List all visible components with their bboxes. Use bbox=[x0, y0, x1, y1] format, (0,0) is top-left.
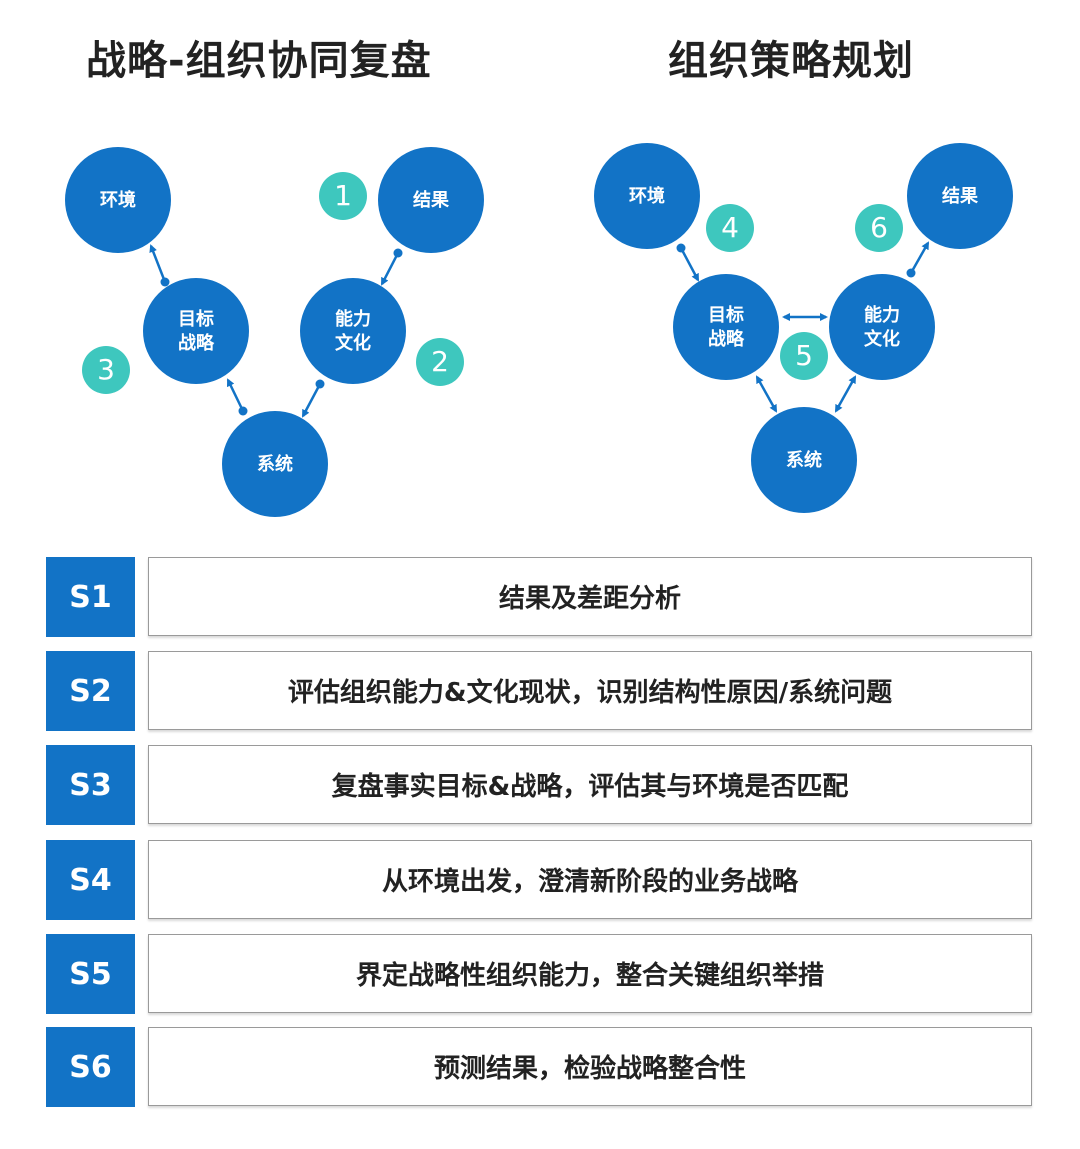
node-label: 结果 bbox=[413, 189, 450, 211]
node-label: 结果 bbox=[942, 185, 979, 207]
node-env bbox=[65, 147, 171, 253]
node-goal-strategy bbox=[673, 274, 779, 380]
step-label: S2 bbox=[46, 651, 135, 731]
node-label: 文化 bbox=[335, 332, 371, 354]
right-diagram-title: 组织策略规划 bbox=[668, 38, 914, 84]
diagrams: 环境 结果 目标 战略 能力 文化 系统 环境 结果 目标 战略 能力 文化 系… bbox=[65, 143, 1013, 517]
badge-number: 3 bbox=[97, 353, 115, 386]
node-label: 目标 bbox=[708, 304, 744, 326]
step-text: 评估组织能力&文化现状，识别结构性原因/系统问题 bbox=[148, 651, 1032, 730]
step-text: 从环境出发，澄清新阶段的业务战略 bbox=[148, 840, 1032, 919]
arrow-goal-system bbox=[755, 375, 778, 413]
node-result bbox=[907, 143, 1013, 249]
arrow-system-to-goal bbox=[226, 378, 248, 416]
badge-number: 6 bbox=[870, 211, 888, 244]
node-system bbox=[222, 411, 328, 517]
node-label: 环境 bbox=[100, 189, 136, 211]
node-capability-culture bbox=[829, 274, 935, 380]
badge-number: 4 bbox=[721, 211, 739, 244]
node-result bbox=[378, 147, 484, 253]
step-text: 复盘事实目标&战略，评估其与环境是否匹配 bbox=[148, 745, 1032, 824]
node-label: 环境 bbox=[629, 185, 665, 207]
arrow-capability-to-result bbox=[906, 241, 930, 278]
node-capability-culture bbox=[300, 278, 406, 384]
right-diagram bbox=[676, 241, 930, 413]
step-text: 界定战略性组织能力，整合关键组织举措 bbox=[148, 934, 1032, 1013]
badge-number: 1 bbox=[334, 179, 352, 212]
arrow-capability-system bbox=[834, 375, 857, 413]
node-label: 文化 bbox=[864, 328, 900, 350]
left-diagram-title: 战略-组织协同复盘 bbox=[86, 38, 432, 84]
node-goal-strategy bbox=[143, 278, 249, 384]
step-label: S1 bbox=[46, 557, 135, 637]
node-label: 系统 bbox=[257, 453, 293, 475]
step-label: S4 bbox=[46, 840, 135, 920]
node-env bbox=[594, 143, 700, 249]
step-label: S3 bbox=[46, 745, 135, 825]
node-label: 目标 bbox=[178, 308, 214, 330]
step-text: 结果及差距分析 bbox=[148, 557, 1032, 636]
badge-1 bbox=[319, 172, 367, 220]
node-label: 战略 bbox=[178, 332, 215, 354]
badge-number: 5 bbox=[795, 339, 813, 372]
node-label: 能力 bbox=[864, 304, 900, 326]
step-label: S6 bbox=[46, 1027, 135, 1107]
arrow-result-to-capability bbox=[380, 248, 403, 286]
badge-4 bbox=[706, 204, 754, 252]
left-diagram bbox=[149, 244, 403, 418]
badge-number: 2 bbox=[431, 345, 449, 378]
arrow-goal-to-env bbox=[149, 244, 170, 287]
badge-6 bbox=[855, 204, 903, 252]
node-label: 战略 bbox=[708, 328, 745, 350]
step-text: 预测结果，检验战略整合性 bbox=[148, 1027, 1032, 1106]
arrow-env-to-goal bbox=[676, 243, 700, 282]
badge-5 bbox=[780, 332, 828, 380]
arrow-capability-to-system bbox=[301, 379, 325, 418]
node-system bbox=[751, 407, 857, 513]
node-label: 能力 bbox=[335, 308, 371, 330]
node-label: 系统 bbox=[786, 449, 822, 471]
step-label: S5 bbox=[46, 934, 135, 1014]
badge-3 bbox=[82, 346, 130, 394]
badge-2 bbox=[416, 338, 464, 386]
